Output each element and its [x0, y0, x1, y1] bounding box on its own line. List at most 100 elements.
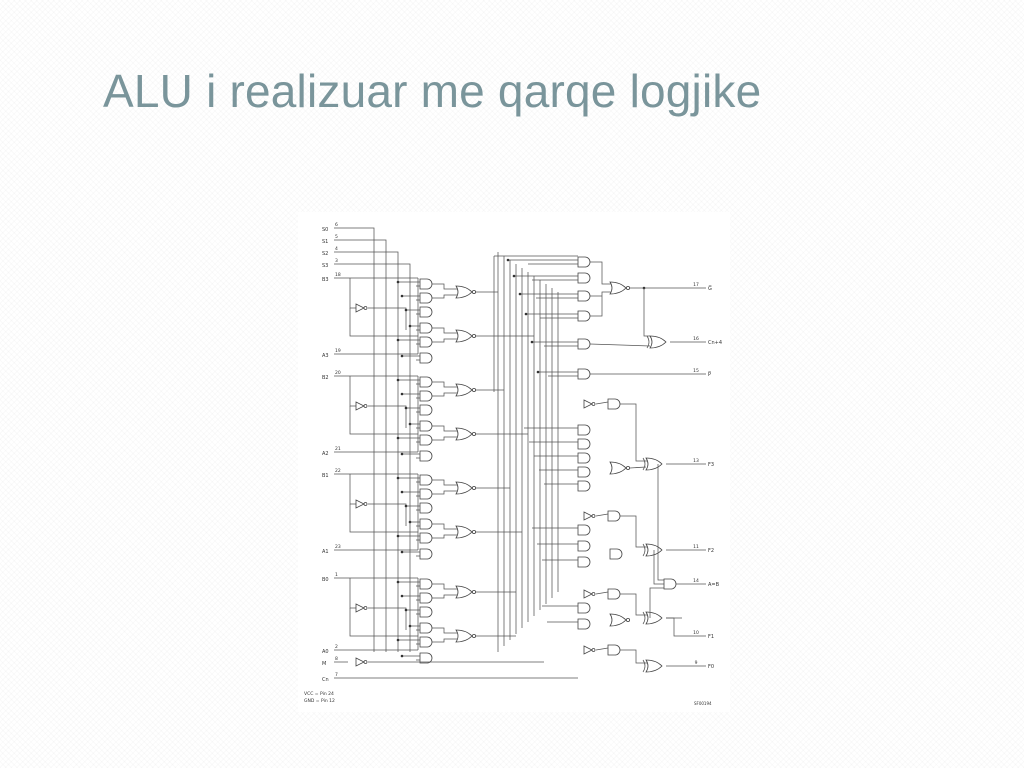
xor-gate-f3 — [642, 457, 663, 471]
sum-and-gate-f3-3 — [577, 452, 591, 464]
and-gate-body — [607, 588, 621, 600]
b2-return-wire — [349, 406, 418, 435]
b2-inverted-wire — [368, 405, 407, 428]
logic-circuit-diagram: S06S15S24S33B318A319B220A221B122A123B01A… — [304, 222, 722, 706]
select-rail-s2 — [348, 251, 399, 652]
vcc-note: VCC = Pin 24 — [304, 691, 334, 697]
b3-inverted-wire — [368, 307, 407, 330]
and-gate-body — [607, 398, 621, 410]
nor-gate-slice0-upper — [455, 585, 476, 599]
wire — [432, 594, 457, 599]
input-s2-label: S2 — [322, 251, 328, 257]
output-f1-label: F1 — [708, 634, 714, 640]
and-gate-body — [663, 578, 677, 590]
junction-dot — [506, 258, 510, 262]
inversion-bubble — [591, 592, 596, 596]
junction-dot — [396, 476, 400, 480]
and-gate-body — [419, 652, 433, 664]
junction-dot — [400, 550, 404, 554]
wire — [432, 490, 457, 495]
junction-dot — [396, 580, 400, 584]
wire — [620, 403, 647, 462]
junction-dot — [400, 654, 404, 658]
output-f3-pin: 13 — [693, 458, 699, 464]
input-a3-pin: 19 — [335, 348, 341, 354]
b1-inverted-wire — [368, 503, 407, 526]
input-b1-pin: 22 — [335, 468, 341, 474]
and-gate-slice2-1 — [419, 376, 433, 388]
inversion-bubble — [625, 465, 630, 470]
and-gate-slice0-5 — [419, 636, 433, 648]
nor-gate-slice2-upper — [455, 383, 476, 397]
wire — [432, 381, 457, 388]
and-gate-sum-2 — [607, 588, 621, 600]
sum-and-gate-f1-1 — [577, 602, 591, 614]
output-f2-label: F2 — [708, 548, 714, 554]
inversion-bubble — [363, 606, 368, 610]
wire — [666, 617, 682, 637]
inversion-bubble — [363, 502, 368, 506]
junction-dot — [396, 378, 400, 382]
wire — [590, 261, 611, 285]
and-gate-body — [419, 592, 433, 604]
output-cn4-pin: 16 — [693, 336, 699, 342]
wire — [432, 583, 457, 590]
nor-gate-slice3-lower — [455, 329, 476, 343]
and-gate-body — [419, 450, 433, 462]
output-ab-label: A=B — [708, 582, 720, 588]
not-gate-body — [355, 401, 365, 411]
and-gate-body — [419, 292, 433, 304]
wire — [649, 587, 664, 618]
nor-gate-body — [609, 613, 627, 627]
and-gate-body — [419, 390, 433, 402]
not-gate-sum-0 — [583, 399, 596, 409]
output-f1-pin: 10 — [693, 630, 699, 636]
junction-dot — [512, 274, 516, 278]
input-m-label: M — [322, 661, 326, 667]
xor-gate-body — [645, 611, 663, 625]
sum-and-gate-f2-3 — [577, 556, 591, 568]
inversion-bubble — [471, 589, 476, 594]
input-s1-label: S1 — [322, 239, 328, 245]
and-gate-slice1-1 — [419, 474, 433, 486]
and-gate-body — [419, 502, 433, 514]
nor-gate-body — [455, 329, 473, 343]
and-gate-body — [577, 540, 591, 552]
input-a0-label: A0 — [322, 649, 329, 655]
and-gate-body — [419, 606, 433, 618]
not-gate-body — [355, 303, 365, 313]
wire — [620, 593, 647, 616]
figure-code: SF00194 — [694, 701, 712, 706]
input-b0-label: B0 — [322, 577, 329, 583]
inversion-bubble — [471, 387, 476, 392]
and-gate-slice3-6 — [419, 352, 433, 364]
b3-return-wire — [349, 308, 418, 337]
junction-dot — [400, 392, 404, 396]
junction-dot — [408, 422, 412, 426]
wire — [432, 436, 457, 441]
and-gate-a-equals-b — [663, 578, 677, 590]
b0-inverted-wire — [368, 607, 407, 630]
junction-dot — [524, 312, 528, 316]
output-g-label: G̅ — [708, 285, 712, 292]
xor-gate-cn4 — [646, 335, 667, 349]
xor-gate-body — [645, 457, 663, 471]
nor-gate-body — [455, 585, 473, 599]
not-gate-sum-3 — [583, 645, 596, 655]
and-gate-body — [577, 480, 591, 492]
wire — [432, 283, 457, 290]
and-gate-slice3-4 — [419, 322, 433, 334]
input-s1-pin: 5 — [335, 234, 338, 240]
and-gate-body — [419, 322, 433, 334]
output-g-pin: 17 — [693, 282, 699, 288]
input-b2-label: B2 — [322, 375, 329, 381]
input-s2-pin: 4 — [335, 246, 338, 252]
input-a1-label: A1 — [322, 549, 329, 555]
sum-and-gate-f2-2 — [577, 540, 591, 552]
xor-gate-f2 — [642, 543, 663, 557]
and-gate-body — [577, 310, 591, 322]
and-gate-body — [577, 338, 591, 350]
inversion-bubble — [471, 334, 476, 339]
and-gate-sum-1 — [607, 510, 621, 522]
inversion-bubble — [591, 648, 596, 652]
